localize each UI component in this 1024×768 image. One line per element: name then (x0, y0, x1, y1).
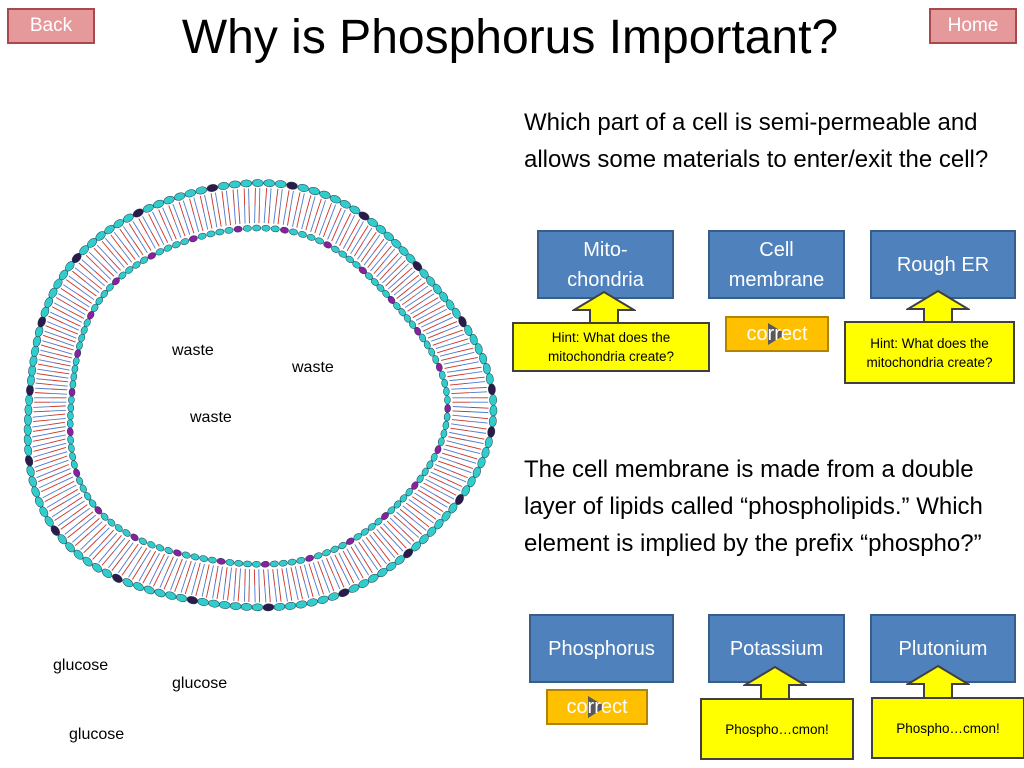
up-arrow-icon (743, 665, 807, 701)
waste-label: waste (292, 359, 334, 376)
page-title: Why is Phosphorus Important? (181, 11, 839, 64)
answer-cell-membrane-button[interactable]: Cell membrane (708, 230, 845, 299)
cell-membrane-diagram (23, 179, 498, 612)
phospholipid-bilayer (23, 179, 498, 612)
answer-phosphorus-button[interactable]: Phosphorus (529, 614, 674, 683)
glucose-label: glucose (69, 726, 125, 743)
hint-callout: Hint: What does the mitochondria create? (512, 322, 710, 372)
question-1-text: Which part of a cell is semi-permeable a… (524, 109, 989, 173)
answer-rough-er-button[interactable]: Rough ER (870, 230, 1016, 299)
play-icon (768, 323, 786, 345)
waste-label: waste (190, 409, 232, 426)
up-arrow-icon (906, 289, 970, 325)
up-arrow-icon (572, 290, 636, 326)
correct-label: correct (746, 322, 808, 345)
hint-callout: Hint: What does the mitochondria create? (844, 321, 1015, 384)
up-arrow-icon (906, 664, 970, 700)
correct-label: correct (566, 695, 628, 718)
hint-callout: Phospho…cmon! (700, 698, 854, 760)
play-icon (588, 696, 606, 718)
home-button[interactable]: Home (929, 8, 1017, 44)
answer-mitochondria-button[interactable]: Mito- chondria (537, 230, 674, 299)
correct-feedback: correct (725, 316, 829, 352)
hint-callout: Phospho…cmon! (871, 697, 1024, 759)
glucose-label: glucose (53, 657, 109, 674)
glucose-label: glucose (172, 675, 228, 692)
question-2-text: The cell membrane is made from a double … (524, 456, 983, 557)
back-button[interactable]: Back (7, 8, 95, 44)
waste-label: waste (172, 342, 214, 359)
correct-feedback: correct (546, 689, 648, 725)
